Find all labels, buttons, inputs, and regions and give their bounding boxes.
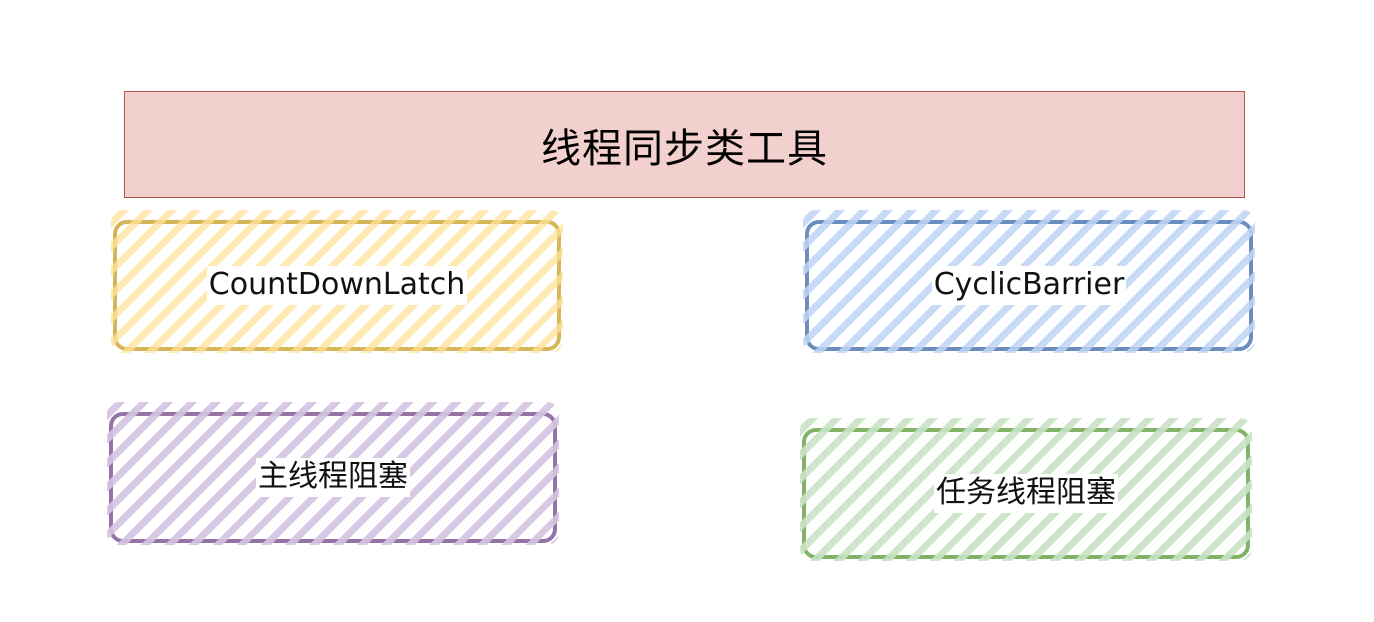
countdownlatch-box: CountDownLatch <box>111 210 563 353</box>
cyclicbarrier-box: CyclicBarrier <box>803 210 1255 353</box>
task-thread-block-box: 任务线程阻塞 <box>800 418 1252 561</box>
cyclicbarrier-label: CyclicBarrier <box>931 266 1127 305</box>
diagram-title: 线程同步类工具 <box>541 125 828 172</box>
main-thread-block-box: 主线程阻塞 <box>107 402 559 545</box>
main-thread-block-label: 主线程阻塞 <box>256 458 410 497</box>
task-thread-block-label: 任务线程阻塞 <box>934 474 1118 513</box>
countdownlatch-label: CountDownLatch <box>206 266 468 305</box>
title-box: 线程同步类工具 <box>124 91 1245 198</box>
